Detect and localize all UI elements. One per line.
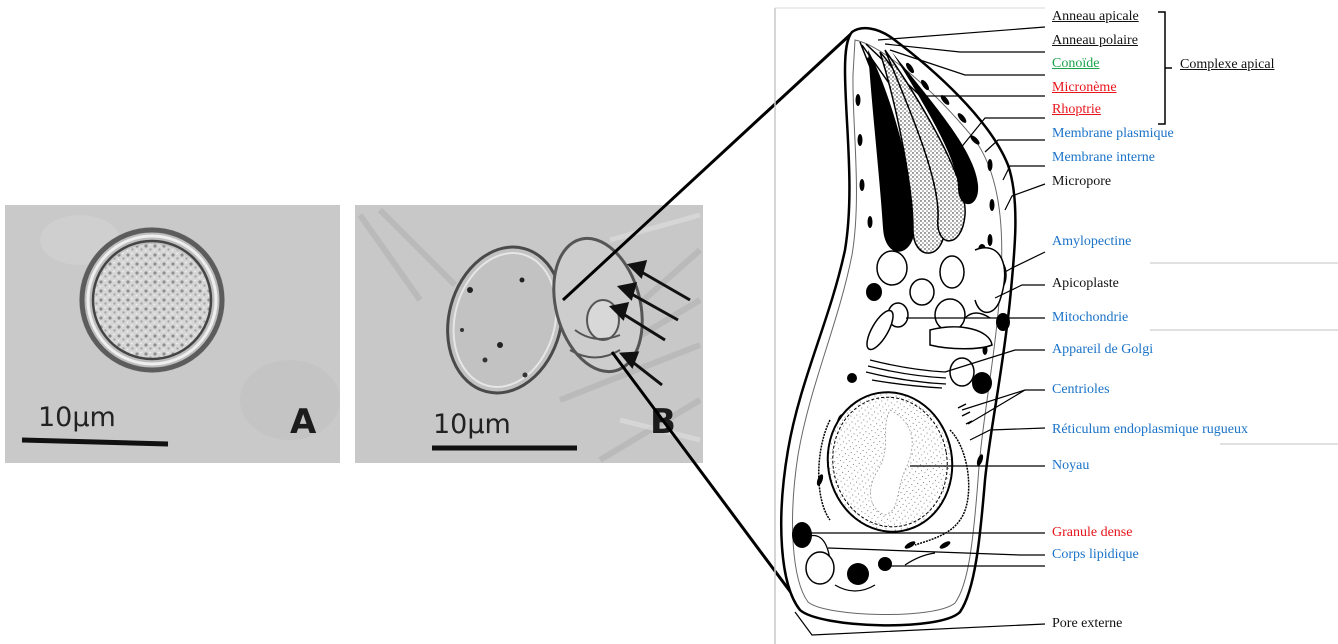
label-appareil-golgi: Appareil de Golgi — [1052, 342, 1153, 358]
panel-letter-a: A — [290, 402, 317, 442]
label-amylopectine: Amylopectine — [1052, 234, 1131, 250]
scale-label-a: 10µm — [38, 402, 116, 433]
label-complexe-apical: Complexe apical — [1180, 57, 1274, 73]
label-pore-externe: Pore externe — [1052, 616, 1122, 632]
label-membrane-plasmique: Membrane plasmique — [1052, 126, 1174, 142]
label-anneau-apicale: Anneau apicale — [1052, 9, 1139, 25]
label-noyau: Noyau — [1052, 458, 1089, 474]
apical-complex-bracket — [1158, 12, 1172, 124]
label-reticulum: Réticulum endoplasmique rugueux — [1052, 422, 1248, 438]
label-rhoptrie: Rhoptrie — [1052, 102, 1101, 118]
label-anneau-polaire: Anneau polaire — [1052, 33, 1138, 49]
zoom-line-bottom — [612, 352, 798, 602]
label-membrane-interne: Membrane interne — [1052, 150, 1155, 166]
micrograph-panel-b: 10µm B — [355, 205, 703, 463]
label-apicoplaste: Apicoplaste — [1052, 276, 1119, 292]
label-micropore: Micropore — [1052, 174, 1111, 190]
micrograph-panel-a: 10µm A — [5, 205, 340, 463]
label-centrioles: Centrioles — [1052, 382, 1110, 398]
label-corps-lipidique: Corps lipidique — [1052, 547, 1139, 563]
label-mitochondrie: Mitochondrie — [1052, 310, 1128, 326]
sporozoite-diagram — [775, 8, 1045, 644]
label-conoide: Conoïde — [1052, 56, 1099, 72]
label-microneme: Micronème — [1052, 80, 1117, 96]
zoom-line-top — [563, 33, 852, 300]
label-granule-dense: Granule dense — [1052, 525, 1132, 541]
scale-label-b: 10µm — [433, 409, 511, 440]
